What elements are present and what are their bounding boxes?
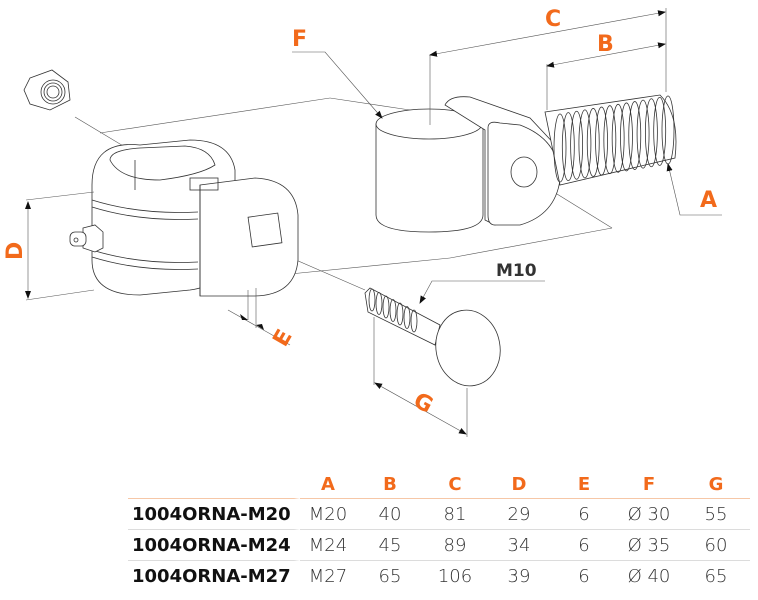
- cell-d: 39: [507, 565, 531, 587]
- thread-ring: [578, 109, 592, 179]
- thread-ring: [611, 103, 625, 173]
- pin-cylinder: [375, 55, 484, 233]
- cell-a: M24: [300, 530, 356, 561]
- dimension-c: C: [429, 7, 667, 92]
- cell-g: 65: [704, 565, 728, 587]
- bolt-thread-ring: [375, 292, 383, 315]
- lock-nut: [23, 69, 71, 111]
- header-g: G: [682, 470, 750, 499]
- dimension-a: A: [666, 163, 722, 216]
- cell-c: 81: [424, 499, 486, 530]
- cell-e: 6: [552, 530, 616, 561]
- cell-d: 34: [486, 530, 552, 561]
- label-f: F: [292, 27, 307, 52]
- product-code: 1004ORNA-M24: [128, 530, 300, 561]
- bolt-thread-ring: [368, 288, 376, 312]
- thread-ring: [561, 112, 575, 182]
- label-g: G: [409, 388, 437, 419]
- bolt-threads: [553, 95, 675, 183]
- header-a: A: [300, 470, 356, 499]
- carriage-bolt-threads: [368, 288, 418, 333]
- cell-g: 60: [682, 530, 750, 561]
- cell-b: 65: [378, 565, 402, 587]
- header-blank: [128, 470, 300, 499]
- cell-f: Ø 35: [616, 530, 682, 561]
- header-d: D: [486, 470, 552, 499]
- dimension-m10: M10: [419, 261, 545, 304]
- header-c: C: [424, 470, 486, 499]
- bolt-thread-ring: [403, 306, 411, 329]
- label-e: E: [269, 325, 298, 351]
- cell-f: Ø 40: [627, 565, 671, 587]
- hinge-collar: [91, 139, 299, 297]
- cell-e: 6: [578, 565, 590, 587]
- cell-f: Ø 30: [616, 499, 682, 530]
- table-header-row: A B C D E F G: [128, 470, 750, 499]
- label-c: C: [545, 7, 561, 32]
- threaded-hinge-eye: [444, 94, 677, 226]
- thread-ring: [628, 101, 642, 170]
- thread-ring: [620, 102, 633, 172]
- thread-ring: [553, 113, 567, 183]
- cell-b: 40: [356, 499, 424, 530]
- header-e: E: [552, 470, 616, 499]
- bolt-thread-ring: [382, 295, 390, 319]
- thread-ring: [636, 99, 650, 169]
- thread-ring: [570, 110, 584, 180]
- cell-d: 29: [486, 499, 552, 530]
- label-d: D: [3, 242, 28, 260]
- thread-ring: [586, 108, 600, 177]
- thread-ring: [653, 96, 667, 166]
- header-f: F: [616, 470, 682, 499]
- table-row: 1004ORNA-M24 M24 45 89 34 6 Ø 35 60: [128, 530, 750, 561]
- table-row: 1004ORNA-M27 M27 65 106 39 6 Ø 40 65: [128, 561, 750, 591]
- thread-ring: [603, 105, 617, 175]
- bolt-thread-ring: [389, 299, 397, 322]
- cell-e: 6: [552, 499, 616, 530]
- dimension-d: D: [3, 191, 95, 301]
- thread-ring: [644, 98, 658, 168]
- product-code: 1004ORNA-M27: [128, 561, 300, 591]
- cell-c: 89: [424, 530, 486, 561]
- cell-a: M20: [300, 499, 356, 530]
- label-a: A: [700, 188, 717, 213]
- dimension-b: B: [546, 32, 666, 110]
- cell-a: M27: [308, 565, 348, 587]
- cell-c: 106: [437, 565, 473, 587]
- carriage-bolt: [364, 287, 501, 387]
- cell-g: 55: [682, 499, 750, 530]
- bolt-thread-ring: [396, 302, 404, 326]
- bolt-thread-ring: [410, 309, 418, 333]
- label-m10: M10: [496, 261, 537, 281]
- cell-b: 45: [356, 530, 424, 561]
- header-b: B: [356, 470, 424, 499]
- product-code: 1004ORNA-M20: [128, 499, 300, 530]
- dimension-e: E: [227, 288, 298, 351]
- grease-nipple: [69, 224, 104, 253]
- thread-ring: [595, 106, 608, 176]
- label-b: B: [597, 32, 614, 57]
- spec-table: A B C D E F G 1004ORNA-M20 M20 40 81 29 …: [128, 470, 750, 591]
- dimension-f: F: [292, 27, 383, 119]
- table-row: 1004ORNA-M20 M20 40 81 29 6 Ø 30 55: [128, 499, 750, 530]
- technical-drawing: C B F A D E M10 G: [3, 7, 722, 437]
